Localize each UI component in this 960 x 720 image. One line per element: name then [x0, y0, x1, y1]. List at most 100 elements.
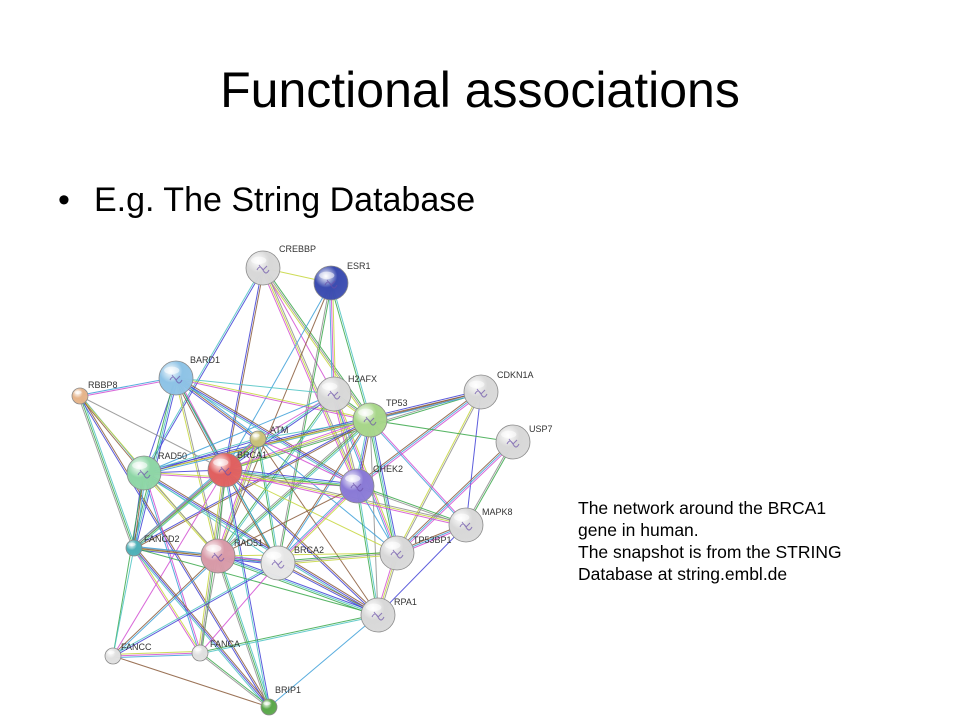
node-label: FANCC	[121, 642, 152, 652]
node-rad51[interactable]: RAD51	[200, 538, 263, 574]
edge-BRCA2-TP53BP1	[277, 550, 398, 566]
bullet-text: E.g. The String Database	[94, 181, 476, 219]
edge-RAD50-RAD51	[143, 472, 219, 557]
edge-BARD1-H2AFX	[175, 377, 335, 395]
edge-ATM-RAD50	[143, 437, 259, 475]
edge-FANCD2-FANCA	[132, 547, 202, 654]
edge-RPA1-BRIP1	[268, 614, 379, 708]
node-label: FANCD2	[144, 534, 180, 544]
node-label: USP7	[529, 424, 553, 434]
slide-title: Functional associations	[220, 62, 740, 118]
node-label: BRIP1	[275, 685, 301, 695]
edge-ESR1-H2AFX	[328, 282, 337, 395]
node-h2afx[interactable]: H2AFX	[316, 374, 377, 412]
edge-ATM-RPA1	[257, 438, 379, 616]
edge-BRCA1-BRCA2	[223, 469, 280, 564]
node-label: TP53BP1	[413, 535, 452, 545]
edge-CHEK2-RAD51	[217, 485, 358, 557]
edge-FANCD2-FANCC	[112, 547, 135, 657]
node-atm[interactable]: ATM	[249, 425, 288, 448]
node-rad50[interactable]: RAD50	[126, 451, 187, 491]
edge-ATM-CHEK2	[257, 438, 358, 487]
node-label: RAD51	[234, 538, 263, 548]
node-fanca[interactable]: FANCA	[191, 639, 240, 662]
node-rpa1[interactable]: RPA1	[360, 597, 417, 633]
edge-ATM-BRCA2	[256, 438, 280, 564]
edge-BRCA1-FANCD2	[132, 468, 227, 550]
node-label: RAD50	[158, 451, 187, 461]
edge-FANCC-BRIP1	[112, 655, 270, 708]
node-label: RPA1	[394, 597, 417, 607]
node-label: RBBP8	[88, 380, 118, 390]
edge-BRCA2-RPA1	[277, 561, 379, 617]
edge-H2AFX-RAD50	[143, 393, 335, 474]
edge-RAD51-BRIP1	[216, 555, 271, 708]
node-esr1[interactable]: ESR1	[313, 261, 371, 301]
node-tp53bp1[interactable]: TP53BP1	[379, 535, 452, 571]
edge-ESR1-RAD51	[217, 282, 332, 557]
node-usp7[interactable]: USP7	[495, 424, 553, 460]
node-rbbp8[interactable]: RBBP8	[71, 380, 118, 405]
node-label: H2AFX	[348, 374, 377, 384]
edge-FANCD2-RPA1	[133, 547, 379, 616]
edge-MAPK8-RPA1	[377, 524, 467, 616]
caption-line: The snapshot is from the STRING	[578, 542, 842, 562]
node-brip1[interactable]: BRIP1	[260, 685, 301, 716]
edge-TP53-USP7	[369, 419, 514, 443]
node-label: BARD1	[190, 355, 220, 365]
edge-ESR1-BRCA1	[224, 282, 332, 471]
edge-FANCA-BRIP1	[199, 652, 270, 708]
node-mapk8[interactable]: MAPK8	[448, 507, 513, 543]
node-crebbp[interactable]: CREBBP	[245, 244, 316, 286]
node-label: CDKN1A	[497, 370, 534, 380]
edge-CREBBP-H2AFX	[262, 267, 335, 395]
node-fancc[interactable]: FANCC	[104, 642, 152, 665]
edge-RAD51-FANCC	[112, 555, 219, 657]
node-label: CREBBP	[279, 244, 316, 254]
edge-TP53-RPA1	[369, 419, 379, 616]
edge-ESR1-TP53	[329, 282, 372, 421]
network-caption: The network around the BRCA1 gene in hum…	[578, 497, 948, 585]
edge-USP7-TP53BP1	[395, 440, 515, 555]
edge-CHEK2-RPA1	[355, 485, 380, 616]
edge-FANCD2-BRIP1	[132, 546, 271, 709]
caption-line: The network around the BRCA1	[578, 498, 827, 518]
edge-RBBP8-FANCD2	[78, 395, 136, 549]
edge-TP53-TP53BP1	[367, 419, 400, 554]
node-cdkn1a[interactable]: CDKN1A	[463, 370, 534, 410]
edge-RAD50-RPA1	[142, 471, 380, 617]
edge-ATM-TP53BP1	[257, 438, 398, 554]
edge-TP53-MAPK8	[369, 419, 467, 526]
node-label: FANCA	[210, 639, 240, 649]
edge-RAD50-FANCC	[112, 472, 145, 657]
edge-FANCC-FANCA	[112, 650, 201, 659]
bullet-item: • E.g. The String Database	[58, 180, 475, 220]
edge-RPA1-FANCA	[199, 613, 379, 655]
edge-BRCA1-FANCC	[112, 469, 226, 657]
edge-CDKN1A-MAPK8	[465, 391, 482, 526]
node-label: ATM	[270, 425, 288, 435]
node-fancd2[interactable]: FANCD2	[125, 534, 180, 557]
bullet-glyph: •	[58, 181, 70, 219]
node-chek2[interactable]: CHEK2	[339, 464, 403, 504]
edge-ESR1-BRCA2	[276, 282, 333, 564]
edge-CHEK2-MAPK8	[356, 484, 467, 527]
edge-CREBBP-CHEK2	[261, 267, 359, 487]
edge-BRCA1-BRIP1	[223, 469, 271, 708]
node-label: CHEK2	[373, 464, 403, 474]
edge-CHEK2-BRCA2	[276, 484, 359, 565]
node-tp53[interactable]: TP53	[352, 398, 408, 438]
edge-CDKN1A-TP53BP1	[395, 391, 483, 554]
node-label: TP53	[386, 398, 408, 408]
caption-line: gene in human.	[578, 520, 699, 540]
node-bard1[interactable]: BARD1	[158, 355, 220, 396]
edge-BRCA2-FANCA	[199, 562, 279, 654]
edge-BARD1-RAD51	[174, 377, 220, 557]
edge-RAD50-FANCA	[142, 472, 202, 654]
node-brca1[interactable]: BRCA1	[207, 450, 267, 488]
edge-BRCA1-CHEK2	[224, 467, 358, 489]
edge-BRCA1-TP53BP1	[224, 469, 398, 554]
node-brca2[interactable]: BRCA2	[260, 545, 324, 581]
edge-BRCA2-FANCC	[112, 561, 279, 658]
